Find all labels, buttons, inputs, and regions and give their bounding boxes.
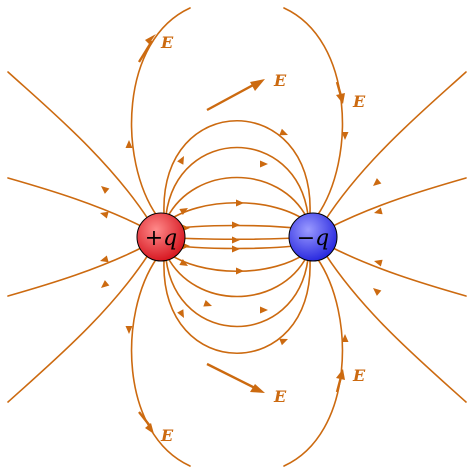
arrowhead-22 [100, 255, 109, 263]
field-line-pos-upper-left [7, 71, 151, 223]
field-line-neg-right-up [328, 177, 467, 229]
arrowhead-2 [232, 221, 240, 229]
field-line-inner-7 [166, 255, 308, 298]
e-label-3: E [352, 92, 366, 111]
arrowhead-9 [279, 338, 288, 346]
arrowhead-8 [279, 128, 288, 136]
e-vector-3 [335, 81, 345, 104]
arrowhead-12 [179, 208, 188, 216]
arrowhead-28 [374, 259, 383, 267]
e-vector-1 [137, 34, 156, 63]
field-line-pos-left-down [7, 245, 146, 297]
field-lines [7, 7, 467, 467]
e-label-4: E [273, 387, 287, 406]
e-vector-4 [206, 362, 265, 393]
e-vector-6 [335, 369, 345, 393]
field-line-pos-bottom [130, 257, 191, 467]
arrowhead-25 [373, 178, 382, 186]
field-line-neg-lower-right [323, 251, 467, 403]
e-label-5: E [160, 426, 174, 445]
arrowhead-7 [260, 306, 268, 314]
arrowhead-4 [236, 199, 244, 207]
arrowhead-27 [374, 207, 383, 215]
arrowhead-16 [177, 156, 184, 165]
negative-charge-label: −q [297, 226, 330, 251]
field-line-inner-6 [166, 176, 308, 219]
arrowhead-3 [232, 245, 240, 253]
arrowhead-26 [373, 288, 382, 296]
arrowhead-14 [203, 299, 212, 307]
arrowhead-5 [236, 267, 244, 275]
field-line-neg-top [283, 7, 344, 217]
field-line-pos-lower-left [7, 251, 151, 403]
e-field-vectors [137, 34, 345, 434]
e-label-2: E [273, 71, 287, 90]
arrowhead-23 [341, 132, 349, 140]
field-line-pos-left-up [7, 177, 146, 229]
arrowhead-18 [125, 326, 133, 334]
arrowhead-6 [260, 160, 268, 168]
e-label-6: E [352, 366, 366, 385]
field-line-neg-upper-right [323, 71, 467, 223]
field-line-inner-10 [163, 120, 311, 214]
e-vector-5 [138, 411, 154, 434]
field-line-neg-right-down [328, 245, 467, 297]
positive-charge: +q [136, 212, 186, 262]
arrowhead-24 [341, 334, 349, 342]
field-line-inner-11 [163, 260, 311, 354]
arrowhead-19 [101, 186, 110, 194]
arrowhead-21 [100, 211, 109, 219]
arrowhead-17 [125, 140, 133, 148]
negative-charge: −q [288, 212, 338, 262]
arrowhead-20 [101, 280, 110, 288]
arrowhead-15 [177, 309, 184, 318]
arrowhead-13 [179, 258, 188, 266]
field-direction-arrows [100, 128, 383, 346]
positive-charge-label: +q [145, 226, 178, 251]
e-vector-2 [206, 79, 265, 112]
field-line-pos-top [130, 7, 191, 217]
field-line-neg-bottom [283, 257, 344, 467]
e-label-1: E [160, 33, 174, 52]
arrowhead-1 [232, 236, 240, 244]
e-labels: E E E E E E [160, 33, 366, 445]
field-line-inner-9 [165, 258, 309, 328]
field-line-inner-8 [165, 146, 309, 216]
